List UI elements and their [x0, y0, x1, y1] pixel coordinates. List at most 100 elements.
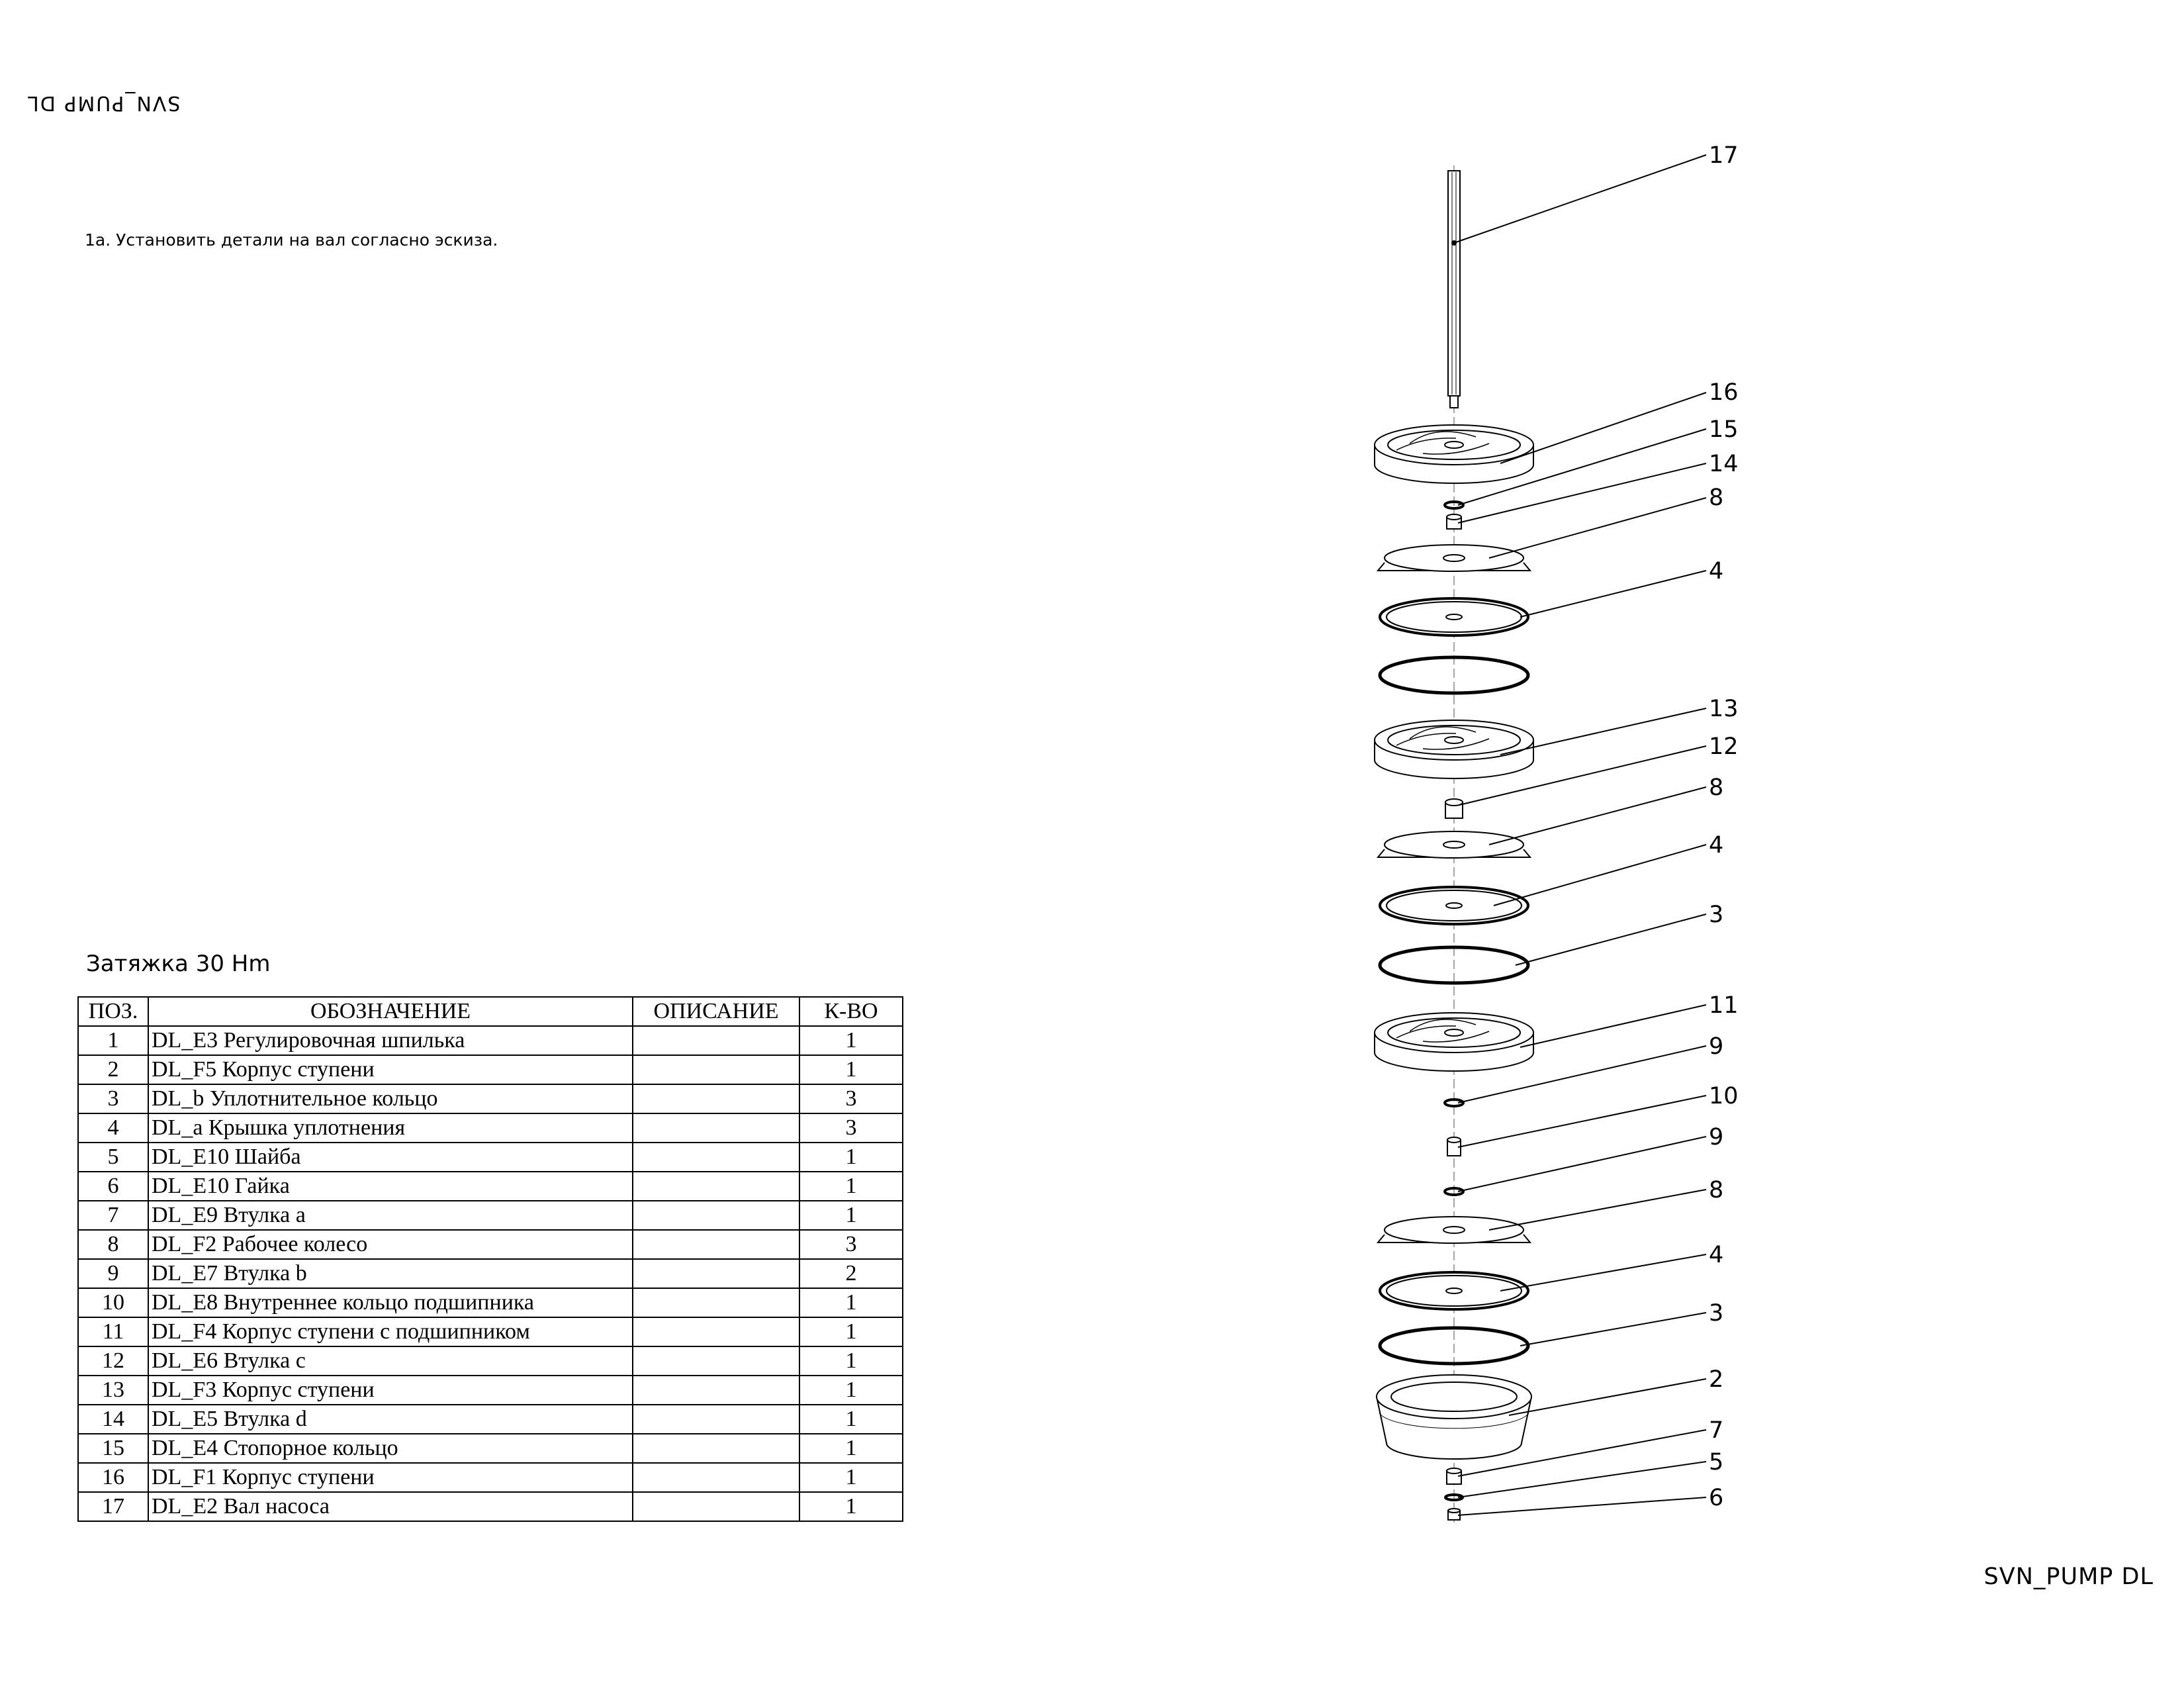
balloon-label: 3	[1709, 902, 1723, 928]
cell-designation: DL_F2 Рабочее колесо	[148, 1229, 633, 1260]
balloon-label: 8	[1709, 485, 1723, 511]
part-bushing-a	[1446, 1468, 1462, 1485]
footer-title-block: SVN_PUMP DL	[1983, 1564, 2154, 1590]
cell-designation: DL_E10 Шайба	[148, 1142, 633, 1172]
cell-designation: DL_b Уплотнительное кольцо	[148, 1084, 633, 1114]
part-bushing-c	[1445, 798, 1463, 819]
cell-designation: DL_F3 Корпус ступени	[148, 1375, 633, 1405]
cell-designation: DL_F1 Корпус ступени	[148, 1462, 633, 1493]
balloon-label: 3	[1709, 1300, 1723, 1327]
balloon-label: 8	[1709, 1177, 1723, 1203]
cell-pos: 4	[77, 1113, 149, 1143]
balloon-label: 13	[1709, 696, 1739, 722]
cell-description	[632, 1142, 800, 1172]
part-retaining-ring	[1443, 500, 1465, 510]
balloon-label: 9	[1709, 1033, 1723, 1060]
leader-line	[1500, 708, 1707, 755]
cell-description	[632, 1025, 800, 1056]
part-seal-ring-3	[1378, 1326, 1530, 1366]
leader-line	[1457, 1136, 1707, 1192]
cell-pos: 17	[77, 1491, 149, 1522]
cell-designation: DL_F5 Корпус ступени	[148, 1055, 633, 1085]
part-impeller-1	[1376, 544, 1532, 572]
cell-designation: DL_E4 Стопорное кольцо	[148, 1433, 633, 1464]
cell-designation: DL_E2 Вал насоса	[148, 1491, 633, 1522]
leader-line	[1500, 392, 1707, 464]
assembly-instruction: 1а. Установить детали на вал согласно эс…	[85, 230, 498, 250]
cell-qty: 1	[799, 1375, 903, 1405]
leader-line	[1500, 1254, 1707, 1291]
col-header-designation: ОБОЗНАЧЕНИЕ	[148, 996, 633, 1027]
cell-designation: DL_E8 Внутреннее кольцо подшипника	[148, 1288, 633, 1318]
part-seal-cover-2	[1379, 886, 1529, 925]
part-nut	[1447, 1508, 1461, 1521]
cell-description	[632, 1404, 800, 1434]
cell-description	[632, 1433, 800, 1464]
cell-pos: 6	[77, 1171, 149, 1201]
cell-qty: 1	[799, 1142, 903, 1172]
part-bearing-inner-ring	[1447, 1137, 1461, 1156]
table-header-row: ПОЗ. ОБОЗНАЧЕНИЕ ОПИСАНИЕ К-ВО	[77, 996, 903, 1027]
cell-description	[632, 1171, 800, 1201]
leader-line	[1457, 1045, 1707, 1103]
cell-description	[632, 1375, 800, 1405]
cell-designation: DL_E6 Втулка c	[148, 1346, 633, 1376]
cell-pos: 14	[77, 1404, 149, 1434]
leader-line	[1488, 786, 1707, 845]
cell-description	[632, 1055, 800, 1085]
cell-pos: 3	[77, 1084, 149, 1114]
leader-line	[1457, 1461, 1707, 1498]
torque-note: Затяжка 30 Hm	[86, 951, 271, 977]
leader-lines	[1453, 154, 1707, 1516]
cell-designation: DL_E7 Втулка b	[148, 1258, 633, 1289]
part-bushing-b-2	[1443, 1187, 1465, 1196]
part-stage-housing-2	[1376, 1374, 1532, 1460]
cell-designation: DL_E10 Гайка	[148, 1171, 633, 1201]
balloon-label: 8	[1709, 774, 1723, 801]
cell-pos: 12	[77, 1346, 149, 1376]
part-impeller-2	[1376, 831, 1532, 859]
col-header-qty: К-ВО	[799, 996, 903, 1027]
leader-line	[1508, 1378, 1707, 1416]
cell-designation: DL_F4 Корпус ступени с подшипником	[148, 1317, 633, 1347]
part-bushing-b-1	[1443, 1098, 1465, 1107]
balloon-label: 11	[1709, 992, 1739, 1019]
cell-pos: 11	[77, 1317, 149, 1347]
leader-line	[1459, 745, 1707, 806]
leader-line	[1453, 154, 1707, 244]
cell-designation: DL_E5 Втулка d	[148, 1404, 633, 1434]
cell-description	[632, 1258, 800, 1289]
col-header-pos: ПОЗ.	[77, 996, 149, 1027]
balloon-label: 5	[1709, 1449, 1723, 1476]
cell-qty: 1	[799, 1346, 903, 1376]
cell-qty: 1	[799, 1288, 903, 1318]
part-seal-ring-2	[1378, 945, 1530, 985]
cell-qty: 1	[799, 1171, 903, 1201]
leader-line	[1520, 570, 1707, 618]
leader-line	[1520, 1312, 1707, 1346]
cell-qty: 3	[799, 1113, 903, 1143]
part-impeller-3	[1376, 1216, 1532, 1244]
cell-pos: 9	[77, 1258, 149, 1289]
cell-qty: 1	[799, 1055, 903, 1085]
cell-designation: DL_E3 Регулировочная шпилька	[148, 1025, 633, 1056]
cell-qty: 1	[799, 1317, 903, 1347]
cell-description	[632, 1288, 800, 1318]
cell-designation: DL_E9 Втулка a	[148, 1200, 633, 1231]
leader-line	[1457, 463, 1707, 524]
leader-line	[1520, 1004, 1707, 1048]
balloon-label: 16	[1709, 379, 1739, 406]
part-seal-cover-3	[1379, 1271, 1529, 1311]
part-bushing-d	[1446, 514, 1462, 530]
